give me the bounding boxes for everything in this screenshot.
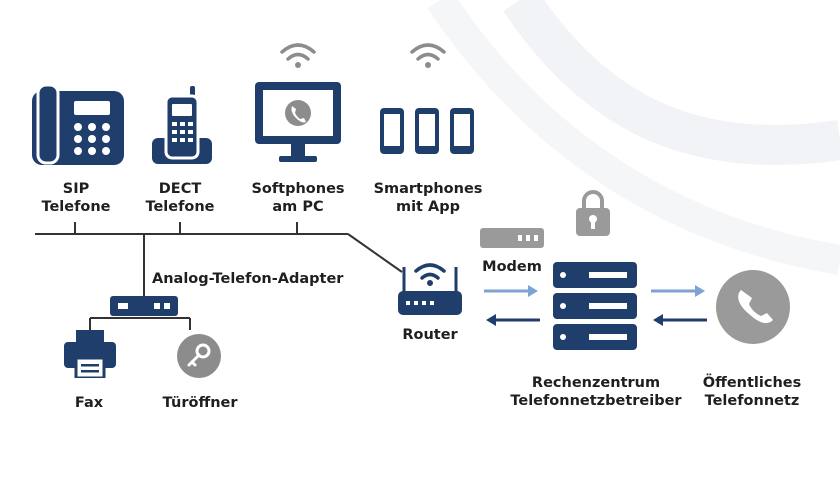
wifi-icon (410, 43, 446, 68)
adapter-label: Analog-Telefon-Adapter (152, 271, 344, 287)
router-icon (398, 263, 462, 315)
door-opener-label: Türöffner (162, 395, 238, 411)
modem-label: Modem (482, 259, 542, 275)
analog-adapter-icon (110, 296, 178, 316)
router-label: Router (402, 327, 458, 343)
arrow-right-icon (651, 285, 705, 297)
key-icon (177, 334, 221, 378)
fax-label: Fax (74, 395, 104, 411)
smartphones-icon (380, 108, 474, 154)
lock-icon (576, 190, 610, 236)
fax-icon (64, 330, 116, 378)
arrow-right-icon (484, 285, 538, 297)
phone-icon (716, 270, 790, 344)
wifi-icon (280, 43, 316, 68)
arrow-left-icon (653, 314, 707, 326)
arrow-left-icon (486, 314, 540, 326)
dect-phone-icon (152, 86, 212, 164)
modem-icon (480, 228, 544, 248)
softphone-monitor-icon (255, 82, 341, 162)
sip-phone-icon (32, 85, 124, 165)
server-icon (553, 262, 637, 350)
